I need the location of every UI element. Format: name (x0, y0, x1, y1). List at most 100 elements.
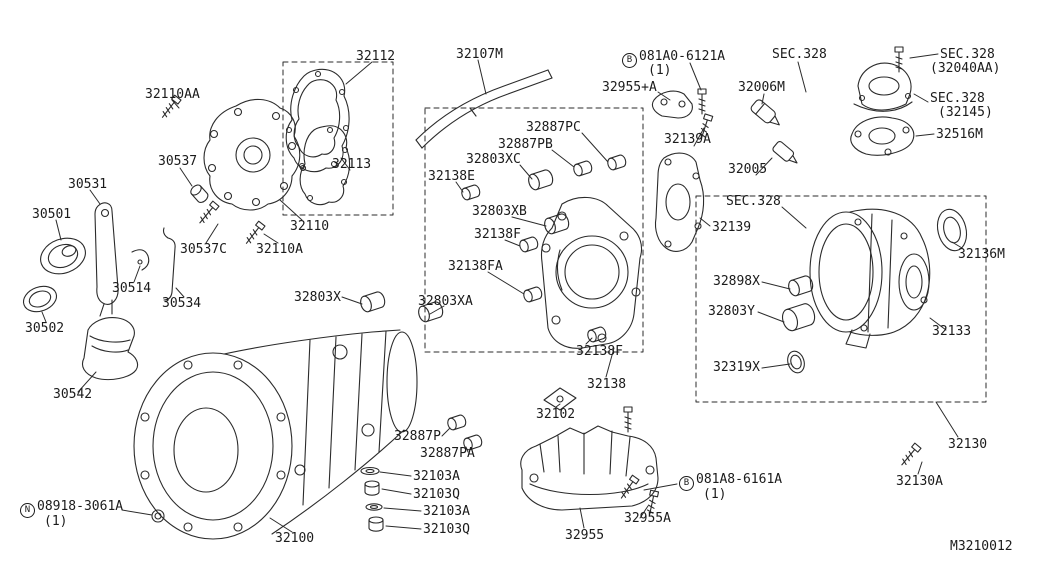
part-label-32138FA: 32138FA (448, 260, 503, 274)
part-number-text: 32139A (664, 132, 711, 147)
part-number-text: 32803XC (466, 152, 521, 167)
part-label-32955+A: 32955+A (602, 81, 657, 95)
part-number-text: 32130A (896, 474, 943, 489)
part-label-32803XC: 32803XC (466, 153, 521, 167)
part-number-text: SEC.328 (940, 47, 995, 62)
part-number-text: 30514 (112, 281, 152, 296)
part-label-30531: 30531 (68, 178, 107, 192)
part-label-32887PB: 32887PB (498, 138, 553, 152)
part-label-32139: 32139 (712, 221, 751, 235)
part-number-text: 30537C (180, 242, 227, 257)
part-label-32955A: 32955A (624, 512, 671, 526)
part-number-text: 32803X (294, 290, 341, 305)
part-label-32102: 32102 (536, 408, 575, 422)
part-label-32887PC: 32887PC (526, 121, 581, 135)
part-number-text: 32955A (624, 511, 671, 526)
dashed-group-boxes (282, 61, 987, 403)
part-label-32138E: 32138E (428, 170, 475, 184)
part-label-32145: (32145) (938, 106, 993, 120)
part-label-32138F: 32138F (474, 228, 521, 242)
part-label-32040AA: (32040AA) (930, 62, 1000, 76)
part-number-text: 32005 (728, 162, 768, 177)
part-number-text: 32103Q (413, 487, 460, 502)
part-number-text: 32107M (456, 47, 503, 62)
part-label-32005: 32005 (728, 163, 767, 177)
part-number-text: 08918-3061A (37, 499, 124, 514)
part-label-32006M: 32006M (738, 81, 785, 95)
part-label-32103Q-2: 32103Q (423, 523, 470, 537)
part-number-text: 32887PA (420, 446, 475, 461)
control-boot-assembly (850, 46, 915, 156)
adapter-plate-and-bearings (459, 153, 643, 411)
part-number-text: 32138E (428, 169, 475, 184)
part-label-32136M: 32136M (958, 248, 1005, 262)
part-number-text: 32955 (565, 528, 605, 543)
part-label-sec328-topright: SEC.328 (940, 48, 995, 62)
part-number-text: 32138FA (448, 259, 503, 274)
part-number-text: 32113 (332, 157, 372, 172)
part-label-32516M: 32516M (936, 128, 983, 142)
part-number-text: 32898X (713, 274, 760, 289)
part-number-text: 32138F (576, 344, 623, 359)
part-number-text: 32130 (948, 437, 988, 452)
part-number-text: SEC.328 (772, 47, 827, 62)
part-number-text: 32139 (712, 220, 752, 235)
part-label-sec328-mid: SEC.328 (726, 195, 781, 209)
part-label-32110AA: 32110AA (145, 88, 200, 102)
leader-lines (41, 53, 963, 533)
part-number-text: 081A8-6161A (696, 472, 783, 487)
part-number-text: 32102 (536, 407, 576, 422)
part-number-text: 32887PC (526, 120, 581, 135)
part-label-32887PA: 32887PA (420, 447, 475, 461)
part-label-30514: 30514 (112, 282, 151, 296)
part-number-text: 30531 (68, 177, 108, 192)
part-label-32130A: 32130A (896, 475, 943, 489)
part-label-32107M: 32107M (456, 48, 503, 62)
part-label-32100: 32100 (275, 532, 314, 546)
part-number-text: 30501 (32, 207, 72, 222)
part-number-text: 32887P (394, 429, 441, 444)
part-label-sec328-top: SEC.328 (772, 48, 827, 62)
drawing-number: M3210012 (950, 539, 1013, 554)
part-label-32803Y: 32803Y (708, 305, 755, 319)
part-number-text: 30502 (25, 321, 65, 336)
part-label-30542: 30542 (53, 388, 92, 402)
part-number-text: 32133 (932, 324, 972, 339)
part-label-32803X: 32803X (294, 291, 341, 305)
circled-b-icon: B (679, 476, 694, 491)
part-label-32887P: 32887P (394, 430, 441, 444)
part-number-text: 32138 (587, 377, 627, 392)
part-label-32138F-2: 32138F (576, 345, 623, 359)
part-label-30534: 30534 (162, 297, 201, 311)
part-label-32955: 32955 (565, 529, 604, 543)
circled-n-icon: N (20, 503, 35, 518)
part-label-32133: 32133 (932, 325, 971, 339)
part-label-08918-qty: (1) (44, 515, 67, 529)
part-label-32112: 32112 (356, 50, 395, 64)
part-number-text: 32887PB (498, 137, 553, 152)
part-number-text: 32803XB (472, 204, 527, 219)
part-number-text: 081A0-6121A (639, 49, 726, 64)
part-label-32803XA: 32803XA (418, 295, 473, 309)
part-number-text: (32145) (938, 105, 993, 120)
part-label-32139A: 32139A (664, 133, 711, 147)
part-number-text: 32319X (713, 360, 760, 375)
circled-b-icon: B (622, 53, 637, 68)
part-label-32138: 32138 (587, 378, 626, 392)
part-label-sec328-right2: SEC.328 (930, 92, 985, 106)
part-number-text: (1) (703, 487, 727, 502)
clutch-release-parts (22, 182, 220, 381)
part-label-32110A: 32110A (256, 243, 303, 257)
part-label-32803XB: 32803XB (472, 205, 527, 219)
part-label-30537: 30537 (158, 155, 197, 169)
part-label-32898X: 32898X (713, 275, 760, 289)
part-number-text: 30542 (53, 387, 93, 402)
part-label-30501: 30501 (32, 208, 71, 222)
part-number-text: 30534 (162, 296, 202, 311)
part-number-text: 32112 (356, 49, 396, 64)
